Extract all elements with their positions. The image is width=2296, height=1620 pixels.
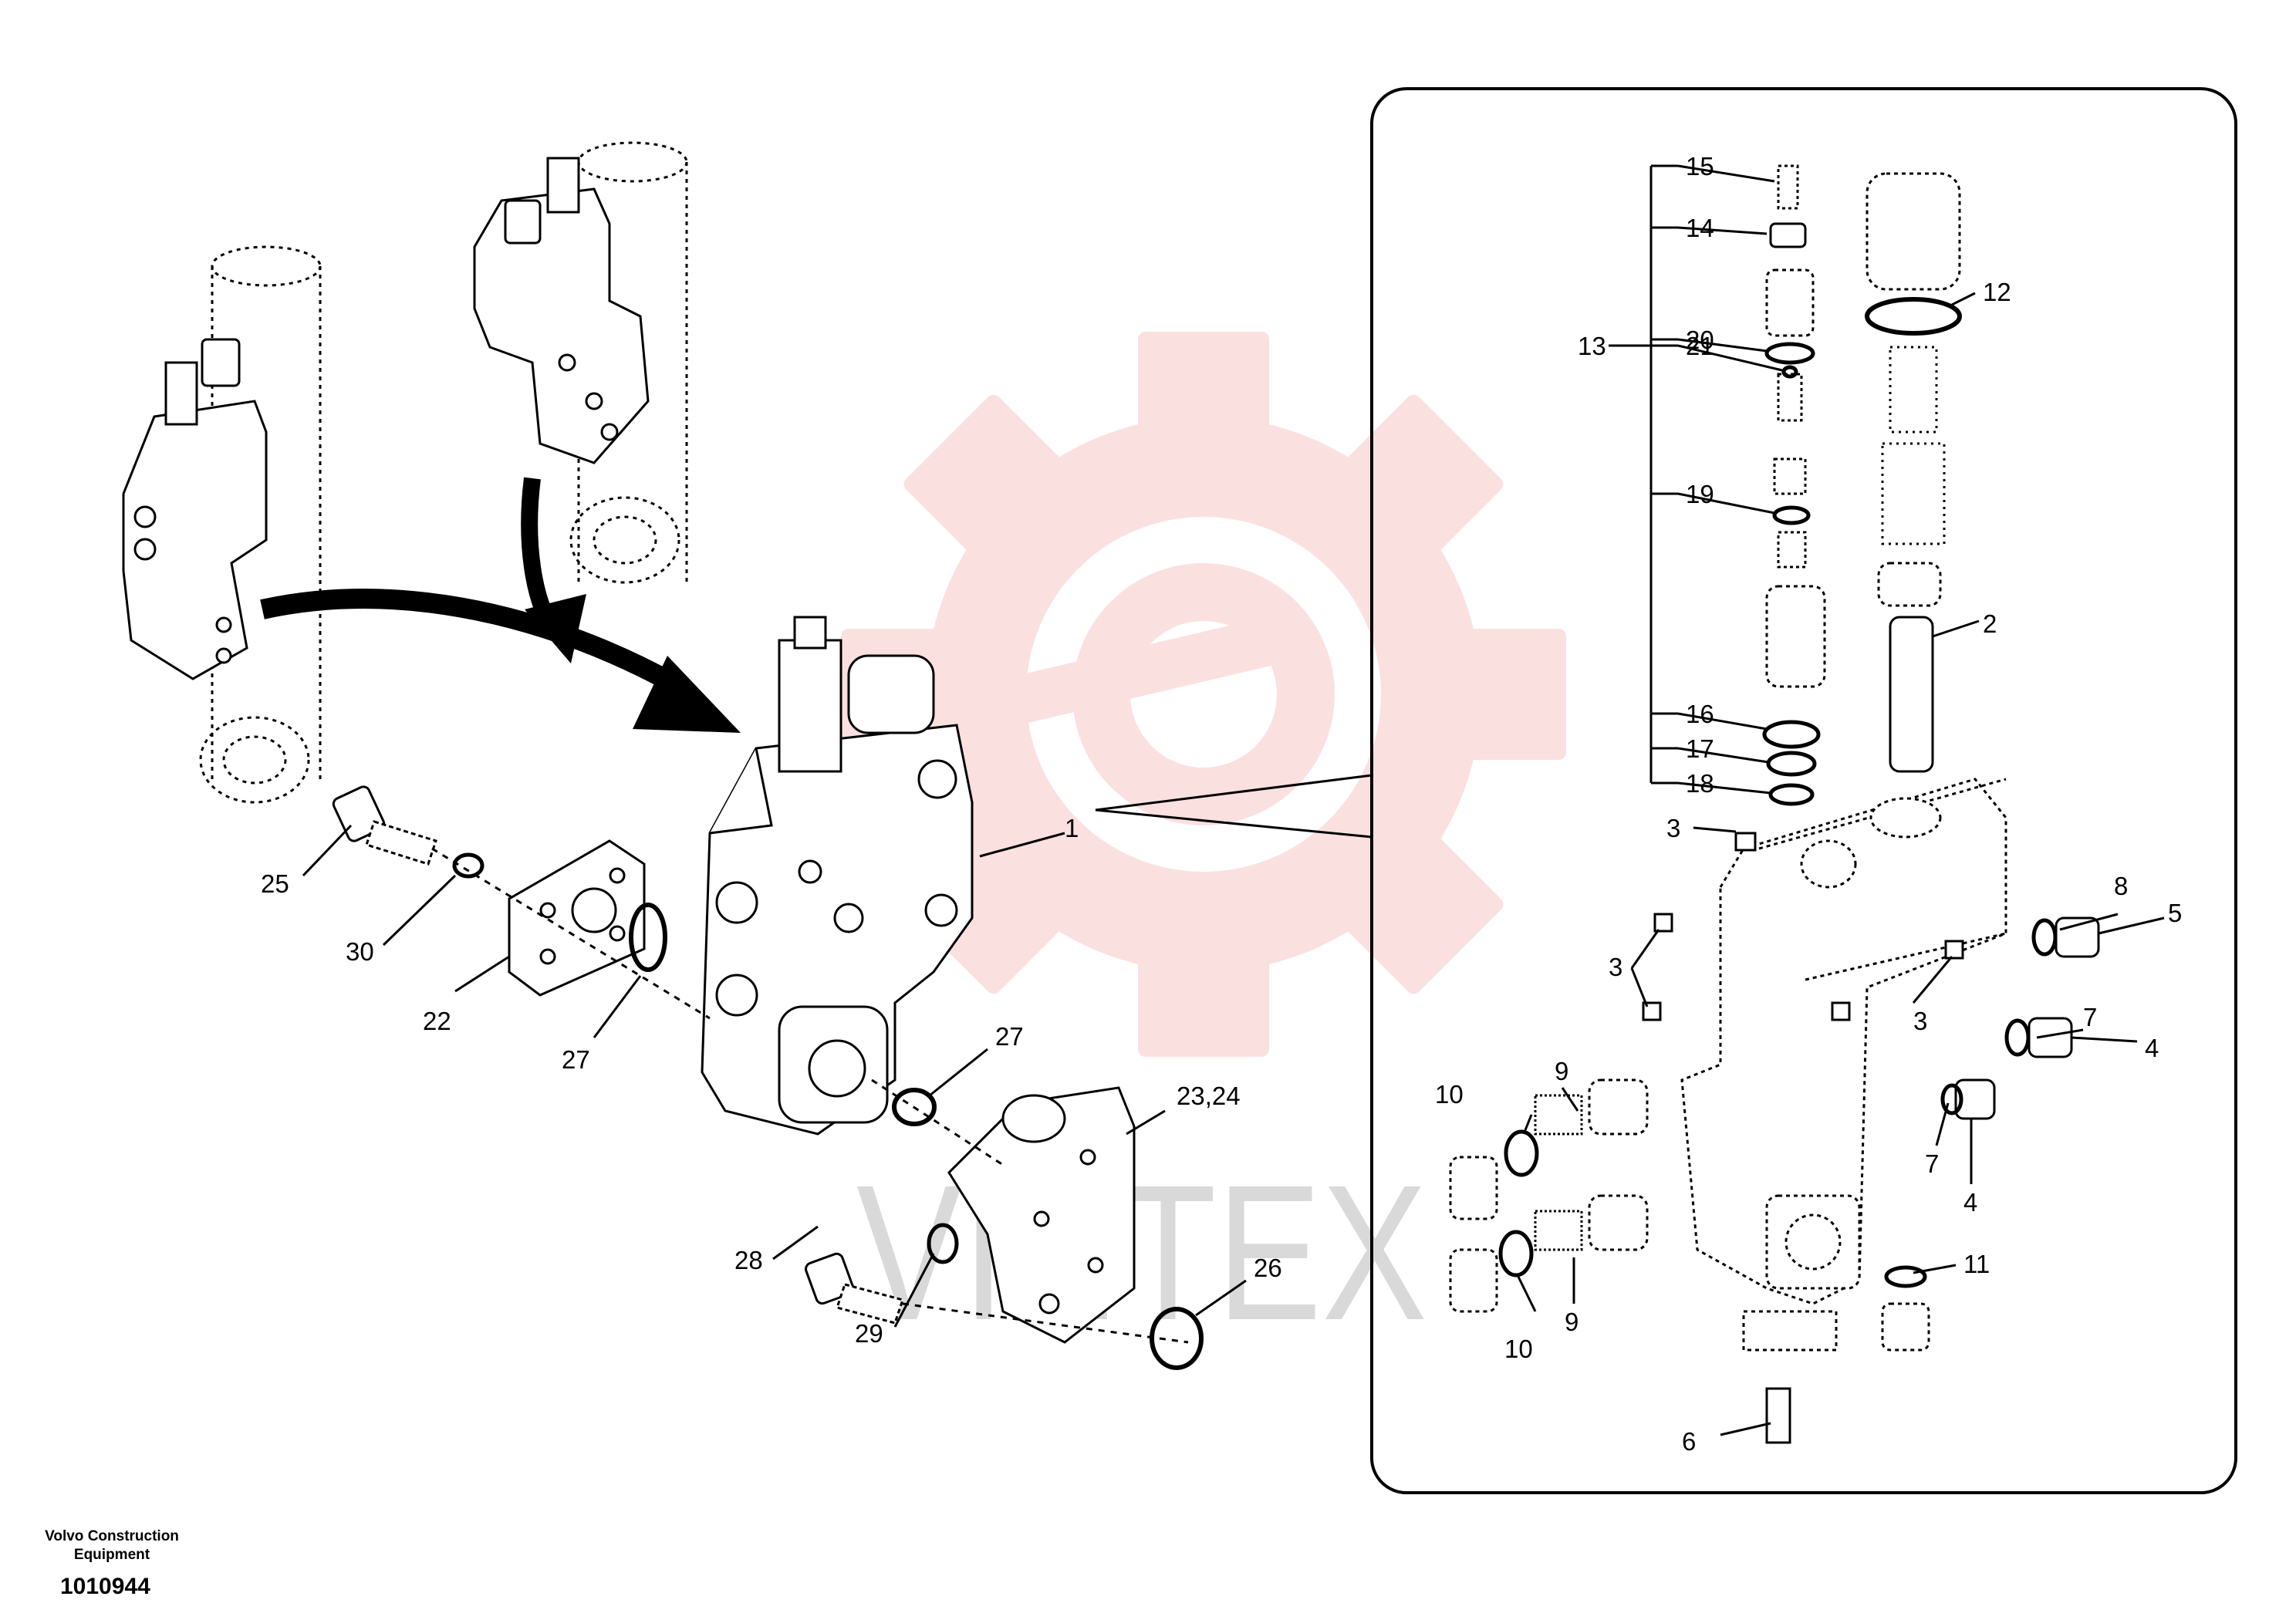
callout-9: 9	[1555, 1057, 1568, 1085]
callout-3: 3	[1913, 1007, 1927, 1035]
cover-part-23-24	[947, 1086, 1136, 1344]
callout-leaders	[302, 164, 2165, 1436]
detail-relief-cartridge	[1765, 164, 1826, 688]
callout-18: 18	[1686, 769, 1714, 798]
callout-15: 15	[1686, 152, 1714, 181]
detail-seal-rings	[1762, 342, 1821, 806]
location-view-top	[473, 157, 650, 464]
callout-22: 22	[423, 1007, 451, 1035]
washer-part-30	[452, 852, 485, 879]
callout-30: 30	[346, 937, 374, 966]
detail-springs-and-pistons	[1449, 1078, 1649, 1313]
callout-20: 20	[1686, 326, 1714, 354]
callout-7: 7	[1925, 1149, 1939, 1178]
callout-6: 6	[1682, 1427, 1696, 1456]
flow-arrow-top	[521, 477, 586, 663]
screw-part-25	[332, 785, 437, 866]
flow-arrow-left	[260, 589, 741, 733]
watermark-text: VIHTEX	[856, 1145, 1427, 1360]
callout-21: 21	[1686, 332, 1714, 360]
detail-leader-lines	[1095, 774, 1373, 839]
company-name: Volvo Construction Equipment	[45, 1528, 179, 1563]
callout-25: 25	[261, 869, 289, 898]
o-ring-part-27-left	[629, 903, 667, 972]
callout-9: 9	[1565, 1308, 1578, 1336]
callout-19: 19	[1686, 480, 1714, 508]
detail-small-rings	[1498, 918, 2058, 1288]
location-view-left	[122, 338, 268, 680]
callout-14: 14	[1686, 214, 1714, 242]
callout-7: 7	[2083, 1003, 2097, 1031]
callout-27: 27	[562, 1045, 590, 1074]
callout-5: 5	[2168, 899, 2182, 927]
callout-13: 13	[1578, 332, 1606, 360]
callout-26: 26	[1254, 1254, 1282, 1282]
callout-3: 3	[1666, 814, 1680, 842]
callout-28: 28	[734, 1246, 763, 1274]
screw-part-28	[805, 1252, 904, 1325]
callout-10: 10	[1504, 1335, 1533, 1363]
main-valve-body	[701, 616, 974, 1136]
callout-8: 8	[2114, 872, 2128, 900]
o-ring-part-27-right	[892, 1088, 937, 1126]
assembly-path-lines	[431, 847, 1189, 1344]
document-number: 1010944	[60, 1574, 150, 1599]
callout-23-24: 23,24	[1177, 1082, 1241, 1110]
callout-4: 4	[1963, 1188, 1977, 1217]
callout-11: 11	[1963, 1250, 1990, 1278]
callout-16: 16	[1686, 700, 1714, 728]
callout-3: 3	[1609, 953, 1622, 981]
callout-12: 12	[1983, 278, 2011, 306]
callout-labels: 1 2 3 3 3 4 4 5 6 7 7 8 9 9 10 10 11 12 …	[261, 152, 2182, 1456]
detail-valve-body	[1680, 778, 2007, 1305]
callout-29: 29	[855, 1319, 883, 1348]
detail-spool-assembly	[1865, 172, 1962, 773]
flange-part-22	[508, 839, 646, 997]
callout-27: 27	[995, 1022, 1024, 1051]
callout-4: 4	[2145, 1034, 2159, 1062]
callout-17: 17	[1686, 734, 1714, 763]
callout-2: 2	[1983, 609, 1997, 638]
callout-10: 10	[1435, 1080, 1464, 1109]
washer-part-29	[927, 1223, 959, 1264]
callout-bracket-13	[1609, 164, 1678, 785]
callout-1: 1	[1065, 814, 1079, 842]
detail-panel-frame	[1370, 87, 2237, 1494]
